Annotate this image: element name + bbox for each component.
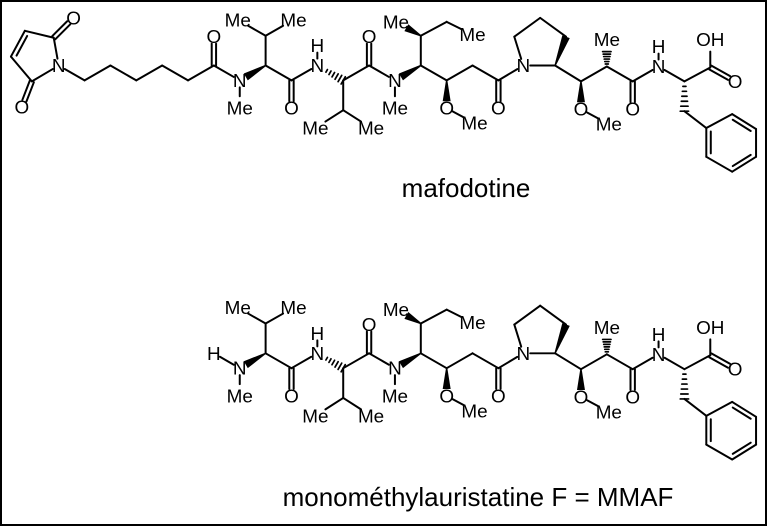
atom-label-me40: Me (461, 400, 487, 421)
atom-label-o22: O (284, 98, 299, 119)
atom-label-me32: Me (382, 385, 408, 406)
atom-label-me28: Me (358, 405, 384, 426)
atom-label-h57: H (652, 36, 666, 57)
atom-label-o43: O (491, 385, 506, 406)
caption-mmaf: monométhylauristatine F = MMAF (282, 482, 674, 512)
caption-mafodotine: mafodotine (401, 173, 531, 203)
atom-label-n1: N (52, 55, 66, 76)
atom-label-o30: O (362, 314, 377, 335)
atom-label-o39: O (439, 385, 454, 406)
atom-label-h24: H (311, 35, 325, 56)
atom-label-me35: Me (383, 299, 409, 320)
atom-label-o14: O (207, 26, 222, 47)
atom-label-me35: Me (383, 11, 409, 32)
atom-label-me16: Me (227, 98, 253, 119)
atom-label-o3: O (66, 7, 81, 28)
atom-label-me27: Me (302, 118, 328, 139)
atom-label-o55: O (625, 386, 640, 407)
atom-label-me40: Me (461, 113, 487, 134)
atom-label-h57: H (652, 324, 666, 345)
atom-label-me16: Me (227, 385, 253, 406)
atom-label-o39: O (439, 98, 454, 119)
atom-label-n31: N (388, 70, 402, 91)
atom-label-me37: Me (459, 312, 485, 333)
atom-label-me19: Me (225, 9, 251, 30)
atom-label-me37: Me (459, 24, 485, 45)
atom-label-n31: N (388, 358, 402, 379)
atom-label-o30: O (362, 26, 377, 47)
atom-label-o63: O (728, 359, 743, 380)
atom-label-me20: Me (280, 9, 306, 30)
atom-label-o55: O (625, 99, 640, 120)
atom-label-n56: N (652, 344, 666, 365)
atom-label-me53: Me (594, 317, 620, 338)
atom-label-me51: Me (596, 401, 622, 422)
atom-label-o22: O (284, 385, 299, 406)
atom-label-n15: N (233, 70, 247, 91)
atom-label-me28: Me (358, 118, 384, 139)
atom-label-oh62: OH (696, 317, 724, 338)
atom-label-h0: H (207, 343, 221, 364)
atom-label-h24: H (311, 323, 325, 344)
atom-label-me20: Me (280, 297, 306, 318)
atom-label-me19: Me (225, 297, 251, 318)
atom-label-me32: Me (382, 98, 408, 119)
atom-label-n44: N (516, 55, 530, 76)
atom-label-n23: N (311, 343, 325, 364)
atom-label-n23: N (311, 55, 325, 76)
atom-label-me53: Me (594, 29, 620, 50)
atom-label-o50: O (574, 99, 589, 120)
atom-label-n56: N (652, 56, 666, 77)
atom-label-o50: O (574, 386, 589, 407)
atom-label-me51: Me (596, 114, 622, 135)
atom-label-me27: Me (302, 405, 328, 426)
atom-label-o7: O (15, 97, 30, 118)
atom-label-o43: O (491, 98, 506, 119)
atom-label-o63: O (728, 71, 743, 92)
atom-label-n44: N (516, 343, 530, 364)
atom-label-oh62: OH (696, 29, 724, 50)
atom-label-n15: N (233, 358, 247, 379)
